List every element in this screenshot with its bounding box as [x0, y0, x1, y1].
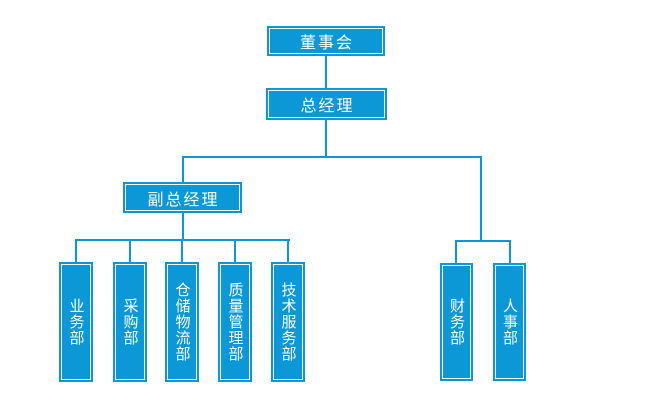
org-node-dept-tech-service: 技术服务部 [271, 262, 305, 382]
org-node-dept-purchasing: 采购部 [113, 262, 147, 382]
connector-drop-hr [509, 240, 511, 263]
connector-gm-branch-horizontal [182, 156, 482, 158]
org-node-dept-quality-mgmt-label: 质量管理部 [226, 282, 245, 362]
org-node-dept-business: 业务部 [59, 262, 93, 382]
connector-drop-finance [455, 240, 457, 263]
connector-drop-to-dgm [182, 156, 184, 182]
connector-drop-purchasing [129, 239, 131, 262]
org-node-board: 董事会 [267, 26, 385, 56]
org-node-general-manager-label: 总经理 [268, 90, 385, 118]
org-node-dept-quality-mgmt: 质量管理部 [218, 262, 252, 382]
connector-drop-techservice [287, 239, 289, 262]
connector-drop-business [75, 239, 77, 262]
org-node-dept-tech-service-label: 技术服务部 [279, 282, 298, 362]
org-node-dept-purchasing-label: 采购部 [121, 298, 140, 346]
org-node-deputy-general-manager-label: 副总经理 [125, 184, 240, 211]
connector-drop-warehouse [181, 239, 183, 262]
connector-drop-quality [234, 239, 236, 262]
org-node-deputy-general-manager: 副总经理 [123, 182, 242, 213]
org-node-board-label: 董事会 [269, 28, 383, 54]
connector-gm-down [325, 119, 327, 158]
connector-dgm-down [182, 212, 184, 241]
connector-right-branch-horizontal [455, 240, 511, 242]
org-node-dept-warehouse-logistics: 仓储物流部 [165, 262, 199, 382]
org-node-dept-finance: 财务部 [440, 263, 473, 381]
org-node-dept-finance-label: 财务部 [448, 298, 466, 346]
org-node-general-manager: 总经理 [266, 88, 387, 120]
org-node-dept-business-label: 业务部 [67, 298, 86, 346]
org-node-dept-warehouse-logistics-label: 仓储物流部 [173, 282, 192, 362]
org-node-dept-hr-label: 人事部 [501, 298, 519, 346]
org-node-dept-hr: 人事部 [493, 263, 526, 381]
connector-board-to-gm [325, 55, 327, 89]
connector-right-down [480, 156, 482, 242]
